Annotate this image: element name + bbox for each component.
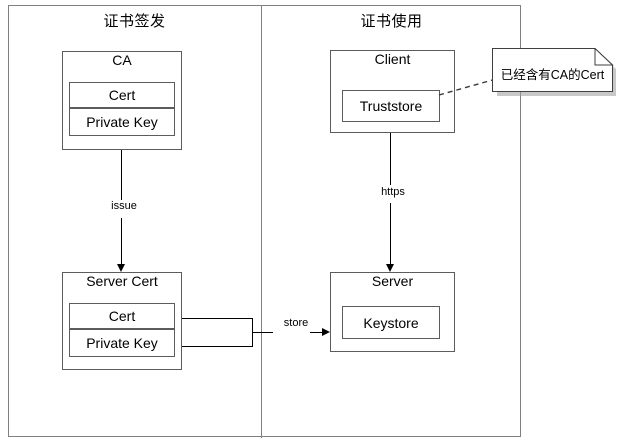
edge-store-label: store xyxy=(272,317,320,329)
edge-issue-label: issue xyxy=(98,200,150,212)
edge-issue-arrowhead xyxy=(116,264,125,272)
node-server-cert-title: Server Cert xyxy=(86,273,158,289)
edge-https-line-upper xyxy=(390,133,391,185)
note-ca-cert[interactable]: 已经含有CA的Cert xyxy=(492,47,616,96)
edge-store-arrowhead xyxy=(322,328,330,336)
edge-note-dashed-connector xyxy=(438,78,497,96)
edge-https-line-lower xyxy=(390,203,391,265)
edge-store-stub xyxy=(253,332,273,333)
node-client-row-truststore[interactable]: Truststore xyxy=(342,90,440,122)
node-server-cert-row-private-key[interactable]: Private Key xyxy=(69,329,175,357)
panel-title-issuance: 证书签发 xyxy=(103,13,166,30)
node-server-title: Server xyxy=(371,273,414,289)
node-ca-title: CA xyxy=(112,52,132,68)
node-server-cert-row-cert[interactable]: Cert xyxy=(69,303,175,329)
panel-divider xyxy=(261,5,262,438)
note-shape-icon xyxy=(492,47,616,96)
node-ca-row-cert[interactable]: Cert xyxy=(69,82,175,108)
edge-store-bracket xyxy=(182,318,253,347)
edge-https-arrowhead xyxy=(385,264,394,272)
node-ca-row-private-key[interactable]: Private Key xyxy=(69,108,175,136)
edge-store-line xyxy=(310,332,326,333)
node-client-title: Client xyxy=(374,51,411,67)
panel-title-usage: 证书使用 xyxy=(360,13,423,30)
edge-https-label: https xyxy=(366,186,420,198)
edge-issue-line-lower xyxy=(121,218,122,265)
node-server-row-keystore[interactable]: Keystore xyxy=(342,306,440,339)
note-ca-cert-text: 已经含有CA的Cert xyxy=(500,67,605,82)
edge-issue-line-upper xyxy=(121,150,122,200)
